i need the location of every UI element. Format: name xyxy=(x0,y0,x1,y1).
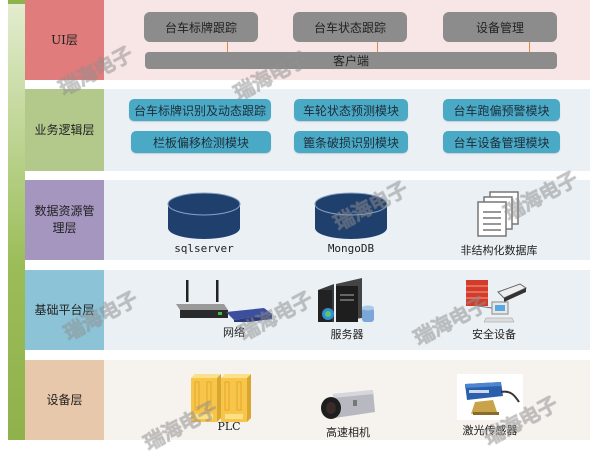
database-cylinder-icon xyxy=(314,192,388,239)
module-wheel-prediction: 车轮状态预测模块 xyxy=(294,99,408,121)
data-item-label: 非结构化数据库 xyxy=(460,244,538,257)
data-item-label: MongoDB xyxy=(327,242,375,255)
database-cylinder-icon xyxy=(167,192,241,239)
base-layer-area: 网络 服务器 xyxy=(104,270,590,350)
device-item-laser-sensor: 激光传感器 xyxy=(450,374,530,438)
device-item-camera: 高速相机 xyxy=(314,386,384,440)
ui-module-plate-tracking: 台车标牌跟踪 xyxy=(144,12,258,42)
base-layer-label: 基础平台层 xyxy=(25,270,104,350)
document-stack-icon xyxy=(477,191,519,237)
connector xyxy=(377,42,378,52)
device-layer: 设备层 xyxy=(25,360,590,440)
device-item-label: 高速相机 xyxy=(326,426,370,439)
base-item-network: 网络 xyxy=(174,278,284,340)
base-item-security: 安全设备 xyxy=(444,278,544,342)
data-layer: 数据资源管理层 sqlserver MongoDB xyxy=(25,180,590,260)
business-layer: 业务逻辑层 台车标牌识别及动态跟踪 车轮状态预测模块 台车跑偏预警模块 栏板偏移… xyxy=(25,89,590,171)
business-layer-label: 业务逻辑层 xyxy=(25,89,104,171)
camera-icon xyxy=(321,390,375,419)
module-device-management: 台车设备管理模块 xyxy=(443,131,560,153)
base-item-label: 服务器 xyxy=(330,328,364,341)
module-grate-damage: 篦条破损识别模块 xyxy=(294,131,408,153)
data-item-label: sqlserver xyxy=(174,242,234,255)
device-item-plc: PLC xyxy=(184,374,254,433)
layer-axis-bar xyxy=(8,0,25,440)
base-item-server: 服务器 xyxy=(307,278,387,342)
ui-layer-label: UI层 xyxy=(25,0,104,80)
ui-module-status-tracking: 台车状态跟踪 xyxy=(293,12,407,42)
firewall-icon xyxy=(466,280,528,323)
router-switch-icon xyxy=(176,280,272,322)
data-layer-label: 数据资源管理层 xyxy=(25,180,104,260)
ui-layer: UI层 台车标牌跟踪 台车状态跟踪 设备管理 客户端 xyxy=(25,0,590,80)
data-item-mongodb: MongoDB xyxy=(311,192,391,255)
device-layer-area: PLC 高速相机 激光传感器 xyxy=(104,360,590,440)
client-bar: 客户端 xyxy=(145,52,557,69)
base-item-label: 网络 xyxy=(223,326,245,339)
device-layer-label: 设备层 xyxy=(25,360,104,440)
device-item-label: 激光传感器 xyxy=(462,424,518,437)
connector xyxy=(529,42,530,52)
data-item-sqlserver: sqlserver xyxy=(164,192,244,255)
module-deviation-warning: 台车跑偏预警模块 xyxy=(443,99,560,121)
device-item-label: PLC xyxy=(217,420,241,433)
plc-cabinet-icon xyxy=(191,374,251,422)
ui-layer-area: 台车标牌跟踪 台车状态跟踪 设备管理 客户端 xyxy=(104,0,590,80)
laser-sensor-icon xyxy=(457,374,523,420)
ui-module-device-management: 设备管理 xyxy=(443,12,557,42)
module-sideboard-offset: 栏板偏移检测模块 xyxy=(131,131,271,153)
server-icon xyxy=(318,278,374,322)
data-layer-area: sqlserver MongoDB 非结构化数据库 xyxy=(104,180,590,260)
connector xyxy=(227,42,228,52)
base-platform-layer: 基础平台层 网络 xyxy=(25,270,590,350)
business-layer-area: 台车标牌识别及动态跟踪 车轮状态预测模块 台车跑偏预警模块 栏板偏移检测模块 篦… xyxy=(104,89,590,171)
base-item-label: 安全设备 xyxy=(472,328,516,341)
module-plate-recognition: 台车标牌识别及动态跟踪 xyxy=(129,99,271,121)
data-item-unstructured: 非结构化数据库 xyxy=(449,190,549,258)
